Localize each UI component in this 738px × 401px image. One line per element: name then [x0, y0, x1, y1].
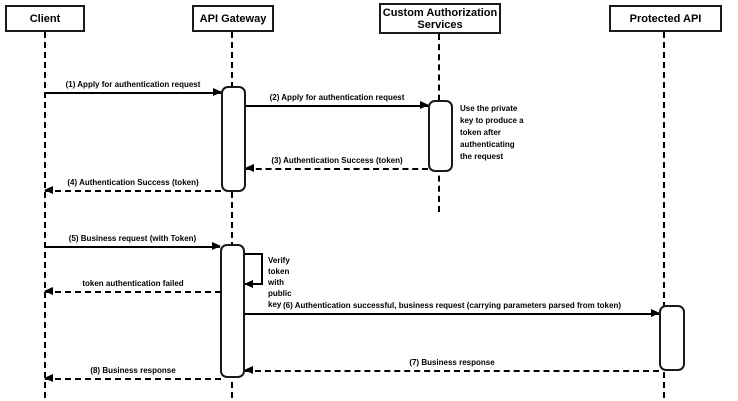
- message-2-label: (2) Apply for authentication request: [269, 93, 405, 102]
- message-1-label: (1) Apply for authentication request: [65, 80, 201, 89]
- lifeline-client: [44, 32, 46, 398]
- message-7-label: (7) Business response: [409, 358, 495, 367]
- arrowhead-left-icon: [244, 280, 253, 288]
- activation-api-gateway-business: [220, 244, 245, 378]
- note-private-key: Use the private key to produce a token a…: [460, 104, 524, 161]
- actor-label-custom-authorization-services: Custom Authorization Services: [382, 6, 498, 31]
- message-3-line: [246, 168, 428, 170]
- lifeline-protected-api: [663, 32, 665, 398]
- message-8-line: [45, 378, 221, 380]
- actor-label-client: Client: [29, 12, 61, 25]
- self-message-label: Verify token with public key: [268, 256, 292, 309]
- actor-box-api-gateway: API Gateway: [192, 5, 274, 32]
- message-6-line: [245, 313, 659, 315]
- arrowhead-right-icon: [213, 88, 222, 96]
- actor-box-client: Client: [5, 5, 85, 32]
- message-5-line: [45, 246, 220, 248]
- message-5-label: (5) Business request (with Token): [68, 234, 197, 243]
- activation-api-gateway-auth: [221, 86, 246, 192]
- actor-label-protected-api: Protected API: [629, 12, 702, 25]
- arrowhead-right-icon: [212, 242, 221, 250]
- activation-custom-authorization-services: [428, 100, 453, 172]
- message-8-label: (8) Business response: [90, 366, 176, 375]
- message-4-line: [45, 190, 221, 192]
- arrowhead-left-icon: [44, 374, 53, 382]
- message-6-label: (6) Authentication successful, business …: [282, 301, 622, 310]
- arrowhead-right-icon: [420, 101, 429, 109]
- self-message-verify-token: Verify token with public key: [244, 253, 292, 309]
- actor-label-api-gateway: API Gateway: [199, 12, 267, 25]
- activation-protected-api: [659, 305, 685, 371]
- actor-box-protected-api: Protected API: [609, 5, 722, 32]
- arrowhead-left-icon: [244, 366, 253, 374]
- lifeline-api-gateway: [231, 32, 233, 398]
- message-token-auth-failed-line: [45, 291, 221, 293]
- arrowhead-right-icon: [651, 309, 660, 317]
- message-token-auth-failed-label: token authentication failed: [82, 279, 184, 288]
- message-4-label: (4) Authentication Success (token): [67, 178, 199, 187]
- arrowhead-left-icon: [44, 186, 53, 194]
- arrowhead-left-icon: [245, 164, 254, 172]
- message-1-line: [45, 92, 221, 94]
- message-7-line: [245, 370, 659, 372]
- message-2-line: [246, 105, 428, 107]
- message-3-label: (3) Authentication Success (token): [271, 156, 403, 165]
- actor-box-custom-authorization-services: Custom Authorization Services: [379, 3, 501, 34]
- arrowhead-left-icon: [44, 287, 53, 295]
